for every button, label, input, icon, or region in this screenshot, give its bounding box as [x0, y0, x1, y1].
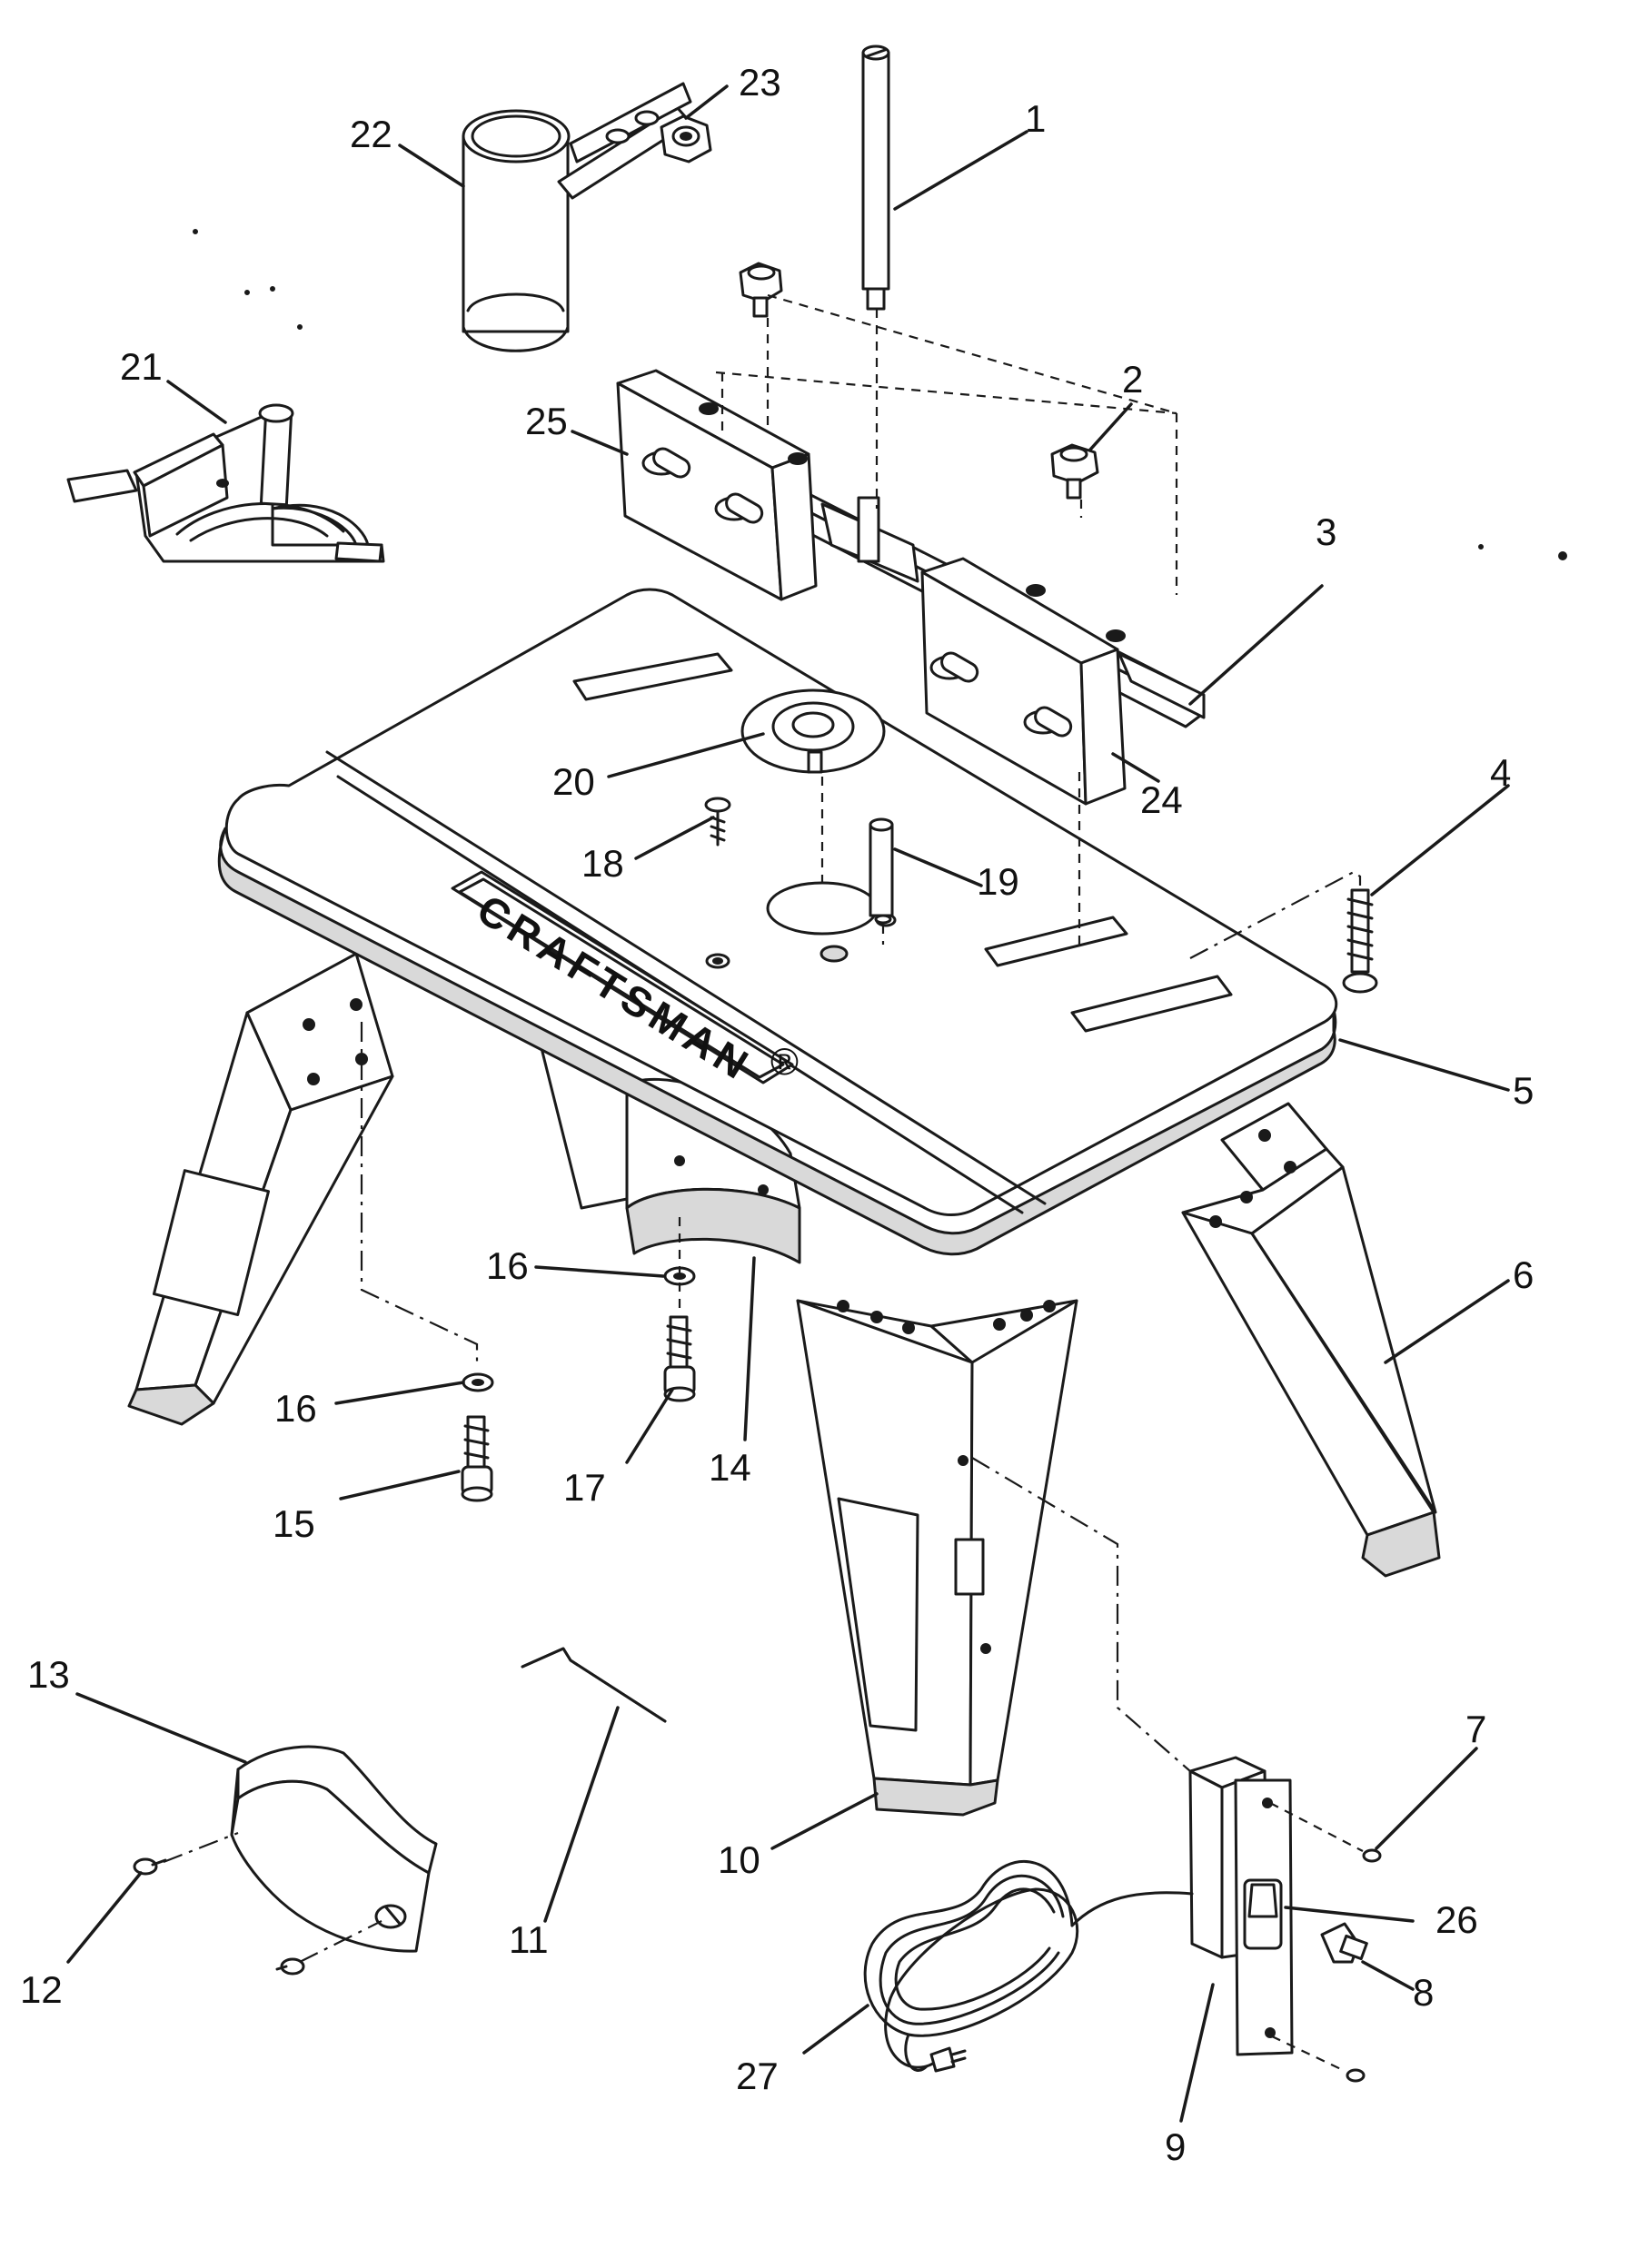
- bolt-17: [663, 1315, 696, 1402]
- miter-gauge: [66, 403, 385, 563]
- leg-front: [796, 1299, 1078, 1817]
- bolt-15: [461, 1415, 493, 1502]
- screw-18: [704, 797, 731, 847]
- dash-7: [1269, 1802, 1364, 1852]
- label-14: 14: [709, 1446, 751, 1489]
- label-15: 15: [273, 1502, 315, 1545]
- switch-cover: [230, 1745, 438, 1976]
- leader-lines: [66, 84, 1510, 2123]
- label-19: 19: [977, 860, 1019, 903]
- guide-pin: [861, 45, 890, 311]
- screw-12: [133, 1857, 167, 1876]
- screw-9-lower: [1346, 2068, 1366, 2083]
- label-2: 2: [1122, 358, 1143, 401]
- bit-guard: [462, 82, 692, 352]
- washer-16-lower-hole: [472, 1379, 484, 1386]
- pin-19: [869, 817, 894, 925]
- label-4: 4: [1490, 751, 1511, 794]
- power-cord: [863, 1859, 1194, 2073]
- label-3: 3: [1316, 510, 1336, 553]
- label-22: 22: [350, 113, 392, 155]
- toggle-switch: [1243, 1878, 1283, 1950]
- label-27: 27: [736, 2055, 779, 2097]
- label-7: 7: [1465, 1708, 1486, 1750]
- label-6: 6: [1513, 1253, 1534, 1296]
- label-13: 13: [27, 1653, 70, 1696]
- switch-key: [1320, 1922, 1368, 1964]
- label-16b: 16: [274, 1387, 317, 1430]
- fence-assembly: [616, 369, 1206, 806]
- label-5: 5: [1513, 1069, 1534, 1112]
- hex-key: [521, 1647, 667, 1723]
- dashdot-4: [1189, 870, 1362, 959]
- dashdot-13: [299, 1920, 382, 1963]
- bolt-4: [1342, 888, 1378, 994]
- dash-9-screw: [1271, 2035, 1346, 2072]
- label-24: 24: [1140, 778, 1183, 821]
- label-26: 26: [1435, 1898, 1478, 1941]
- label-1: 1: [1025, 97, 1046, 140]
- label-11: 11: [509, 1918, 549, 1961]
- fence-knob-left: [739, 262, 783, 318]
- leg-back-right: [1181, 1102, 1441, 1578]
- print-specks: [193, 229, 1567, 560]
- fence-knob-right: [1050, 443, 1099, 500]
- guard-knob: [660, 114, 712, 163]
- dashdot-12: [163, 1831, 239, 1864]
- callout-numbers: 1 2 3 4 5 6 7 8 9 10 11 12 13 14 15 16 1…: [20, 61, 1534, 2168]
- label-25: 25: [525, 400, 568, 442]
- screw-7: [1362, 1848, 1382, 1863]
- leg-back-left: [127, 952, 394, 1426]
- label-8: 8: [1413, 1971, 1434, 2014]
- dashdot-7: [971, 1457, 1191, 1772]
- label-9: 9: [1165, 2125, 1186, 2168]
- dashdot-15: [360, 1022, 479, 1367]
- insert-ring: [740, 688, 886, 774]
- label-16a: 16: [486, 1244, 529, 1287]
- label-10: 10: [718, 1838, 760, 1881]
- brand-mark: ®: [770, 1040, 799, 1083]
- label-21: 21: [120, 345, 163, 388]
- label-23: 23: [739, 61, 781, 104]
- fence-dash-lines: [715, 293, 1178, 949]
- label-18: 18: [581, 842, 624, 885]
- label-12: 12: [20, 1968, 63, 2011]
- label-20: 20: [552, 760, 595, 803]
- label-17: 17: [563, 1466, 606, 1509]
